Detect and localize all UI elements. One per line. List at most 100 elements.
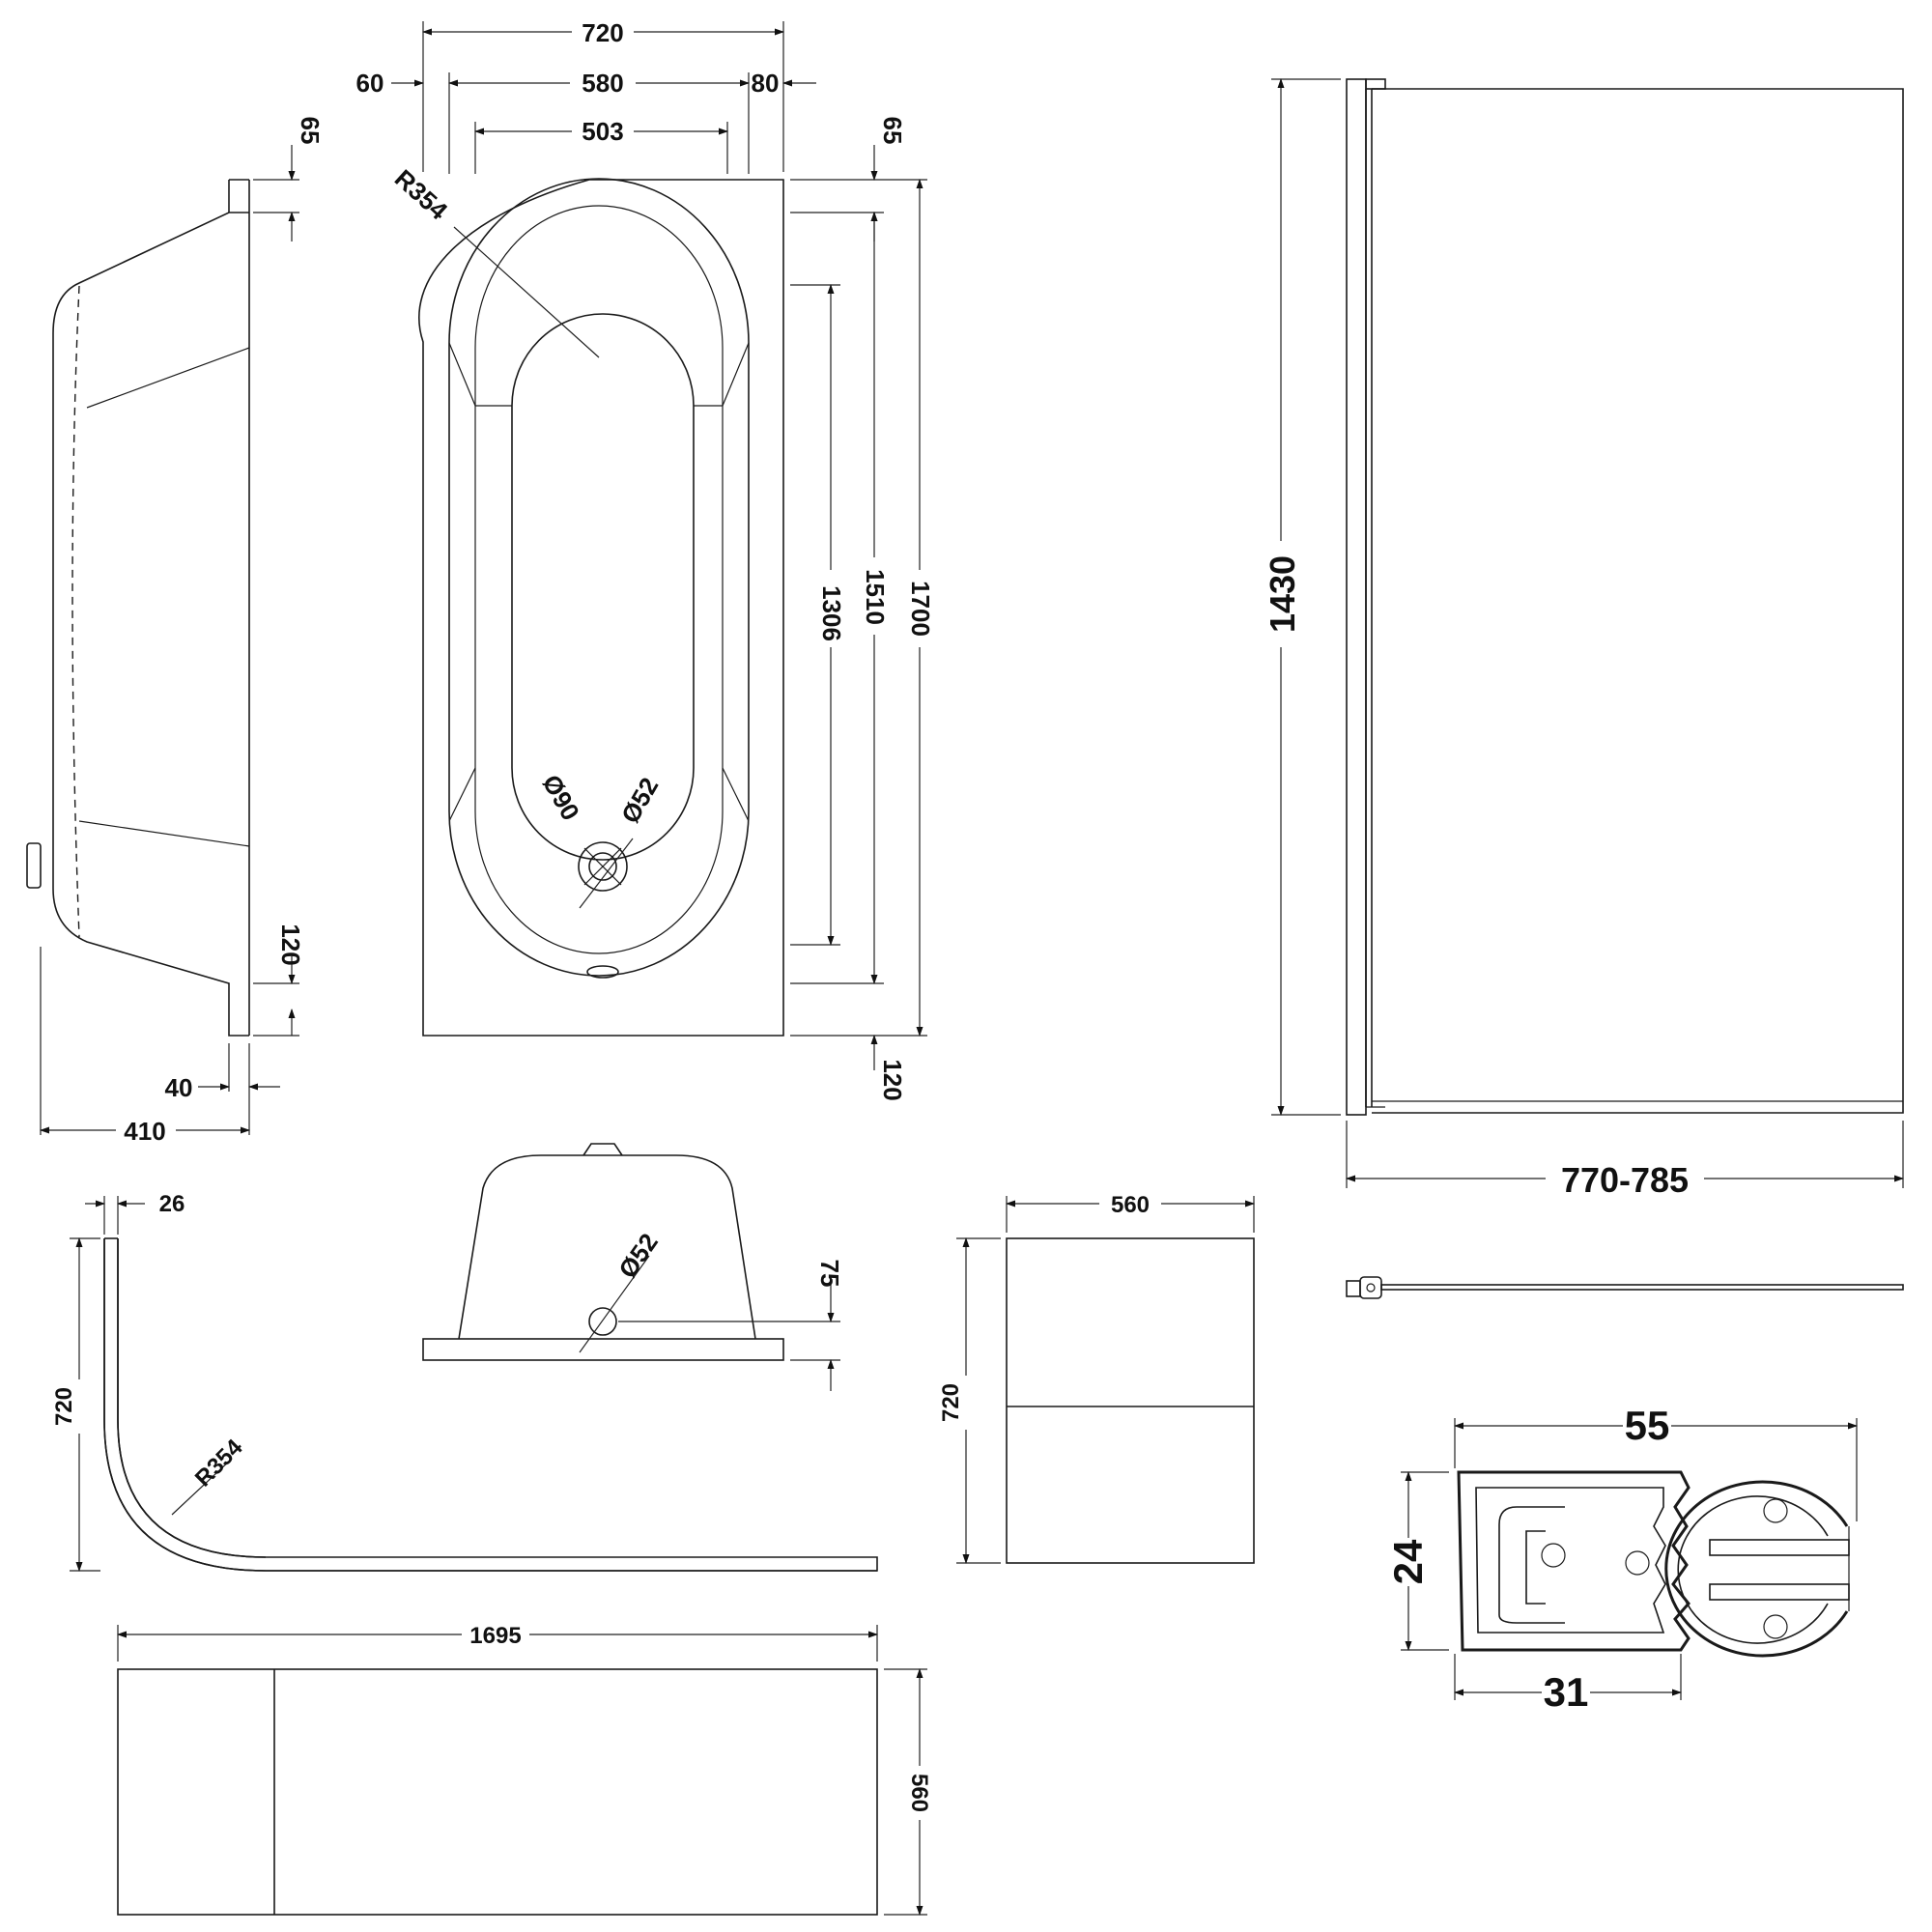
end-panel-outline xyxy=(1006,1237,1255,1564)
dim-label-40: 40 xyxy=(165,1073,193,1102)
profile-barrel-inner xyxy=(1677,1495,1829,1644)
profile-glass-slot xyxy=(1709,1539,1850,1556)
plan-second-line xyxy=(474,205,724,954)
end-view-waste xyxy=(588,1307,617,1336)
dim-label-580: 580 xyxy=(582,69,623,98)
label-bg xyxy=(572,15,634,46)
dim-label-waste-inner: Ø52 xyxy=(615,773,665,829)
panel-section-inner xyxy=(103,1238,877,1572)
profile-inner-slot xyxy=(1525,1530,1546,1605)
label-bg xyxy=(861,557,888,635)
profile-inner-c xyxy=(1498,1506,1565,1624)
plan-view: 720 60 580 80 503 R354 Ø90 Ø52 65 xyxy=(356,15,935,1101)
label-bg xyxy=(462,1619,529,1650)
front-panel: 1695 560 xyxy=(117,1619,933,1916)
plan-chamfer xyxy=(448,767,476,822)
profile-screw xyxy=(1763,1498,1788,1523)
profile-channel xyxy=(1457,1470,1690,1652)
dim-label-1306: 1306 xyxy=(817,585,846,641)
dim-label-75: 75 xyxy=(815,1260,844,1288)
end-view-filler xyxy=(582,1143,623,1156)
label-bg xyxy=(570,68,636,99)
waste-outer-circle xyxy=(578,841,628,892)
profile-channel-inner xyxy=(1475,1487,1666,1634)
panel-section-curve xyxy=(117,1238,267,1558)
plan-outer-stadium xyxy=(448,178,750,977)
dim-label-1510: 1510 xyxy=(861,569,890,625)
front-panel-outline xyxy=(117,1668,878,1916)
leader-waste-end xyxy=(579,1255,650,1353)
dim-label-65-side: 65 xyxy=(296,117,325,145)
screen-hinge-rail xyxy=(1346,78,1367,1116)
label-bg xyxy=(1262,541,1300,647)
dim-label-560-end: 560 xyxy=(1111,1192,1150,1218)
label-bg xyxy=(116,1114,176,1145)
dim-label-waste-end: Ø52 xyxy=(612,1228,664,1283)
side-hidden-line xyxy=(71,285,80,938)
dim-label-80: 80 xyxy=(752,69,780,98)
leader-r354-section xyxy=(171,1458,233,1516)
dim-label-r354-section: R354 xyxy=(190,1434,248,1492)
dim-label-60: 60 xyxy=(356,69,384,98)
side-view: 65 120 40 410 xyxy=(26,117,325,1146)
screen-plan-clamp xyxy=(1359,1276,1382,1299)
side-bracket xyxy=(78,820,250,847)
panel-section: 26 720 R354 xyxy=(51,1191,878,1572)
label-bg xyxy=(817,570,844,647)
screen-glass xyxy=(1372,88,1904,1114)
label-bg xyxy=(1546,1157,1704,1200)
end-panel-front: 560 720 xyxy=(938,1188,1255,1564)
hinge-profile: 55 24 31 xyxy=(1385,1403,1858,1715)
side-body xyxy=(52,212,249,1037)
label-bg xyxy=(66,1379,93,1434)
plan-inner-basin xyxy=(511,313,695,861)
dim-label-503: 503 xyxy=(582,117,623,146)
dim-label-65-top: 65 xyxy=(878,117,907,145)
plan-outer-rim xyxy=(418,179,784,1037)
end-view-body xyxy=(458,1154,756,1340)
label-bg xyxy=(1387,1538,1430,1586)
dim-label-24: 24 xyxy=(1385,1539,1431,1584)
screen-plan-glass xyxy=(1380,1284,1904,1291)
dim-label-720-section: 720 xyxy=(51,1387,77,1426)
screen-hinge-top xyxy=(1365,78,1386,90)
screen-plan xyxy=(1346,1276,1904,1299)
plan-chamfer xyxy=(722,767,750,822)
profile-screw xyxy=(1625,1550,1650,1576)
plan-chamfer xyxy=(722,342,750,407)
profile-glass-slot xyxy=(1709,1583,1850,1601)
side-bracket xyxy=(86,347,250,409)
dim-label-55: 55 xyxy=(1625,1403,1670,1448)
dim-label-26: 26 xyxy=(159,1191,185,1217)
profile-screw xyxy=(1763,1614,1788,1639)
dim-label-120-bottom: 120 xyxy=(878,1059,907,1100)
dim-label-1430: 1430 xyxy=(1263,555,1302,633)
label-bg xyxy=(1099,1188,1161,1219)
screen-plan-pin xyxy=(1366,1283,1376,1293)
dim-label-1695: 1695 xyxy=(469,1623,521,1649)
leader-waste xyxy=(579,838,634,909)
label-bg xyxy=(1623,1406,1671,1445)
label-bg xyxy=(906,1766,933,1820)
label-bg xyxy=(906,570,933,647)
waste-inner-circle xyxy=(588,852,617,881)
label-bg xyxy=(1542,1673,1590,1712)
screen-plan-hinge xyxy=(1346,1280,1361,1297)
end-view-rim xyxy=(422,1338,784,1361)
dim-label-770-785: 770-785 xyxy=(1561,1160,1689,1200)
dim-label-31: 31 xyxy=(1544,1669,1589,1715)
dim-label-720: 720 xyxy=(582,18,623,47)
dim-label-720-end: 720 xyxy=(938,1383,964,1422)
profile-barrel xyxy=(1664,1480,1849,1658)
dim-label-560-panel: 560 xyxy=(906,1774,932,1812)
label-bg xyxy=(952,1376,980,1430)
dim-label-waste-outer: Ø90 xyxy=(537,770,586,826)
dim-label-410: 410 xyxy=(124,1117,165,1146)
dim-label-r354: R354 xyxy=(389,163,454,225)
plan-chamfer xyxy=(448,342,476,407)
leader-r354 xyxy=(453,226,600,358)
overflow-oval xyxy=(586,965,619,979)
side-overflow xyxy=(26,842,42,889)
dim-label-120-side: 120 xyxy=(276,923,305,965)
